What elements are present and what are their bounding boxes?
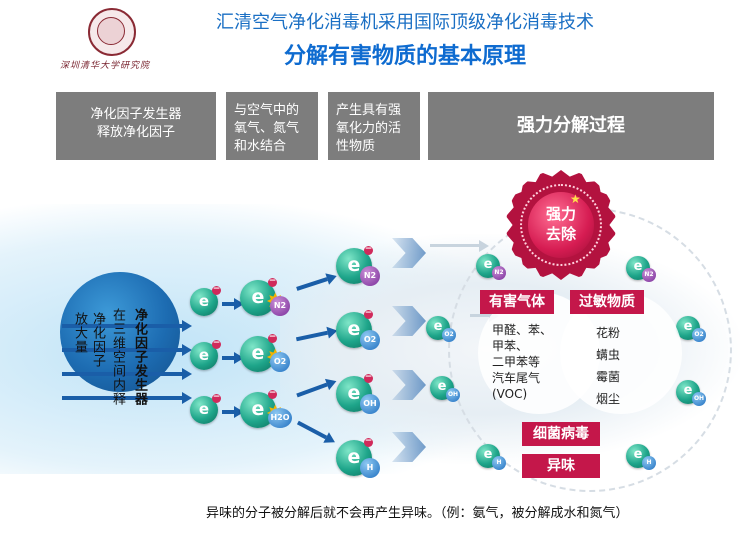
allergen-list: 花粉 螨虫 霉菌 烟尘 — [596, 326, 621, 406]
oxygen-molecule: O2 — [270, 352, 290, 372]
hydroxyl-molecule: OH — [692, 392, 706, 406]
arrow-release-4 — [62, 392, 192, 404]
star-icon: ★ — [570, 192, 581, 206]
arrow-combine-3 — [222, 406, 244, 418]
minus-icon: − — [212, 284, 221, 295]
step-box-4: 强力分解过程 — [428, 92, 714, 160]
source-text-col2: 在三维空间内释 — [110, 308, 125, 406]
arrow-release-1 — [62, 320, 192, 332]
page-title: 汇清空气净化消毒机采用国际顶级净化消毒技术 — [216, 12, 594, 33]
harmful-list: 甲醛、苯、 甲苯、 二甲苯等 汽车尾气 (VOC) — [492, 323, 553, 401]
minus-icon: − — [268, 332, 277, 343]
minus-icon: − — [268, 276, 277, 287]
minus-icon: − — [364, 436, 373, 447]
minus-icon: − — [268, 388, 277, 399]
logo-seal-icon — [88, 8, 136, 56]
diagram: e − e − e − e − ✸ N2 e − ✸ O2 e − ✸ H2O … — [0, 164, 756, 494]
source-text-col1: 放大量 — [72, 312, 87, 354]
arrow-combine-2 — [222, 352, 244, 364]
hydrogen-molecule: H — [492, 456, 506, 470]
step-box-2: 与空气中的 氧气、氮气 和水结合 — [226, 92, 318, 160]
minus-icon: − — [212, 338, 221, 349]
arrow-grey — [470, 310, 499, 322]
step-box-1: 净化因子发生器 释放净化因子 — [56, 92, 216, 160]
hydroxyl-molecule: OH — [360, 394, 380, 414]
page-subtitle: 分解有害物质的基本原理 — [283, 44, 526, 69]
category-allergen: 过敏物质 — [570, 290, 644, 314]
minus-icon: − — [364, 372, 373, 383]
hydrogen-molecule: H — [642, 456, 656, 470]
arrow-release-3 — [62, 368, 192, 380]
strong-removal-badge: 强力 去除 ★ — [506, 170, 616, 280]
nitrogen-molecule: N2 — [360, 266, 380, 286]
minus-icon: − — [364, 308, 373, 319]
logo-text: 深圳清华大学研究院 — [60, 61, 151, 71]
arrow-grey — [430, 240, 489, 252]
nitrogen-molecule: N2 — [492, 266, 506, 280]
hydroxyl-molecule: OH — [446, 388, 460, 402]
source-text-col3: 净化因子发生器 — [132, 308, 147, 406]
step-box-3: 产生具有强 氧化力的活 性物质 — [328, 92, 420, 160]
source-text-col1b: 净化因子 — [90, 312, 105, 368]
arrow-release-2 — [62, 344, 192, 356]
category-bacteria: 细菌病毒 — [522, 422, 600, 446]
arrow-combine-1 — [222, 298, 244, 310]
minus-icon: − — [364, 244, 373, 255]
category-odor: 异味 — [522, 454, 600, 478]
nitrogen-molecule: N2 — [642, 268, 656, 282]
minus-icon: − — [212, 392, 221, 403]
caption: 异味的分子被分解后就不会再产生异味。（例：氨气，被分解成水和氮气） — [206, 506, 629, 521]
water-molecule: H2O — [268, 408, 292, 428]
nitrogen-molecule: N2 — [270, 296, 290, 316]
category-harmful-gas: 有害气体 — [480, 290, 554, 314]
logo: 深圳清华大学研究院 — [60, 6, 160, 82]
oxygen-molecule: O2 — [442, 328, 456, 342]
oxygen-molecule: O2 — [692, 328, 706, 342]
hydrogen-molecule: H — [360, 458, 380, 478]
oxygen-molecule: O2 — [360, 330, 380, 350]
